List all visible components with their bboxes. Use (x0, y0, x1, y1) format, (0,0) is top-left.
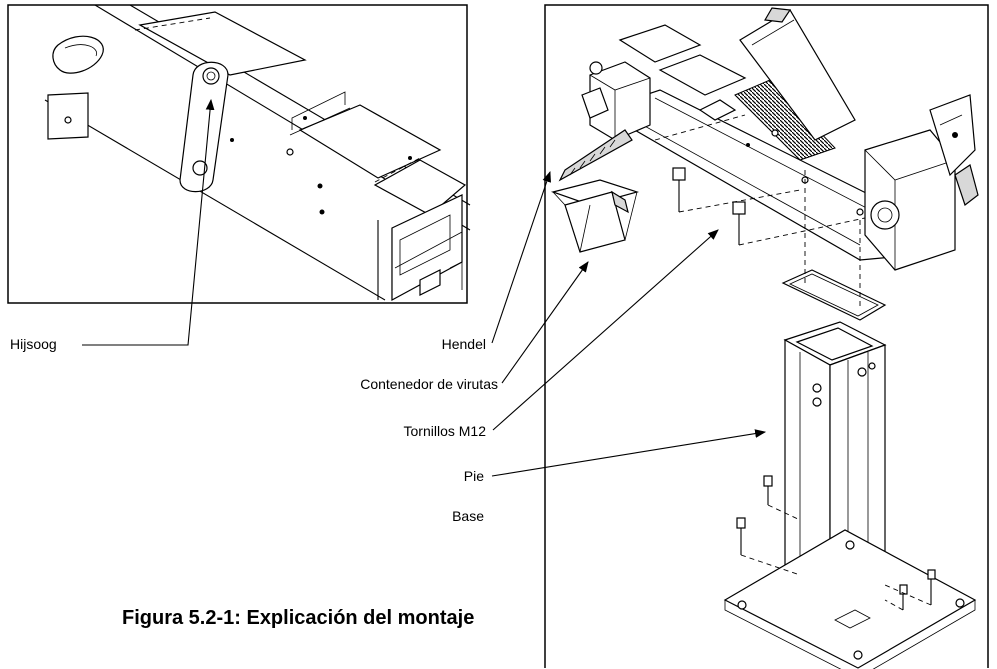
leader-tornillos-m12 (492, 229, 719, 431)
label-base: Base (452, 508, 484, 524)
base-plate-drawing (723, 475, 977, 669)
frame-detail-drawing (44, 4, 471, 302)
m12-bolts-drawing (654, 114, 866, 246)
detail-panel (7, 4, 471, 304)
callouts: Hendel Contenedor de virutas Tornillos M… (360, 170, 767, 524)
leader-pie (491, 429, 767, 477)
leader-contenedor-virutas (501, 261, 589, 384)
figure-caption: Figura 5.2-1: Explicación del montaje (122, 607, 474, 629)
label-hendel: Hendel (442, 336, 486, 352)
gasket-plate-drawing (781, 170, 887, 321)
label-hijsoog: Hijsoog (10, 336, 57, 352)
leader-hijsoog (82, 98, 215, 346)
machine-head-drawing (558, 7, 979, 271)
label-pie: Pie (464, 468, 484, 484)
main-panel (544, 4, 989, 669)
leader-hendel (491, 170, 551, 344)
label-tornillos-m12: Tornillos M12 (404, 423, 487, 439)
hijsoog-callout: Hijsoog (10, 98, 215, 352)
chip-container-drawing (550, 179, 640, 253)
label-contenedor-virutas: Contenedor de virutas (360, 376, 498, 392)
